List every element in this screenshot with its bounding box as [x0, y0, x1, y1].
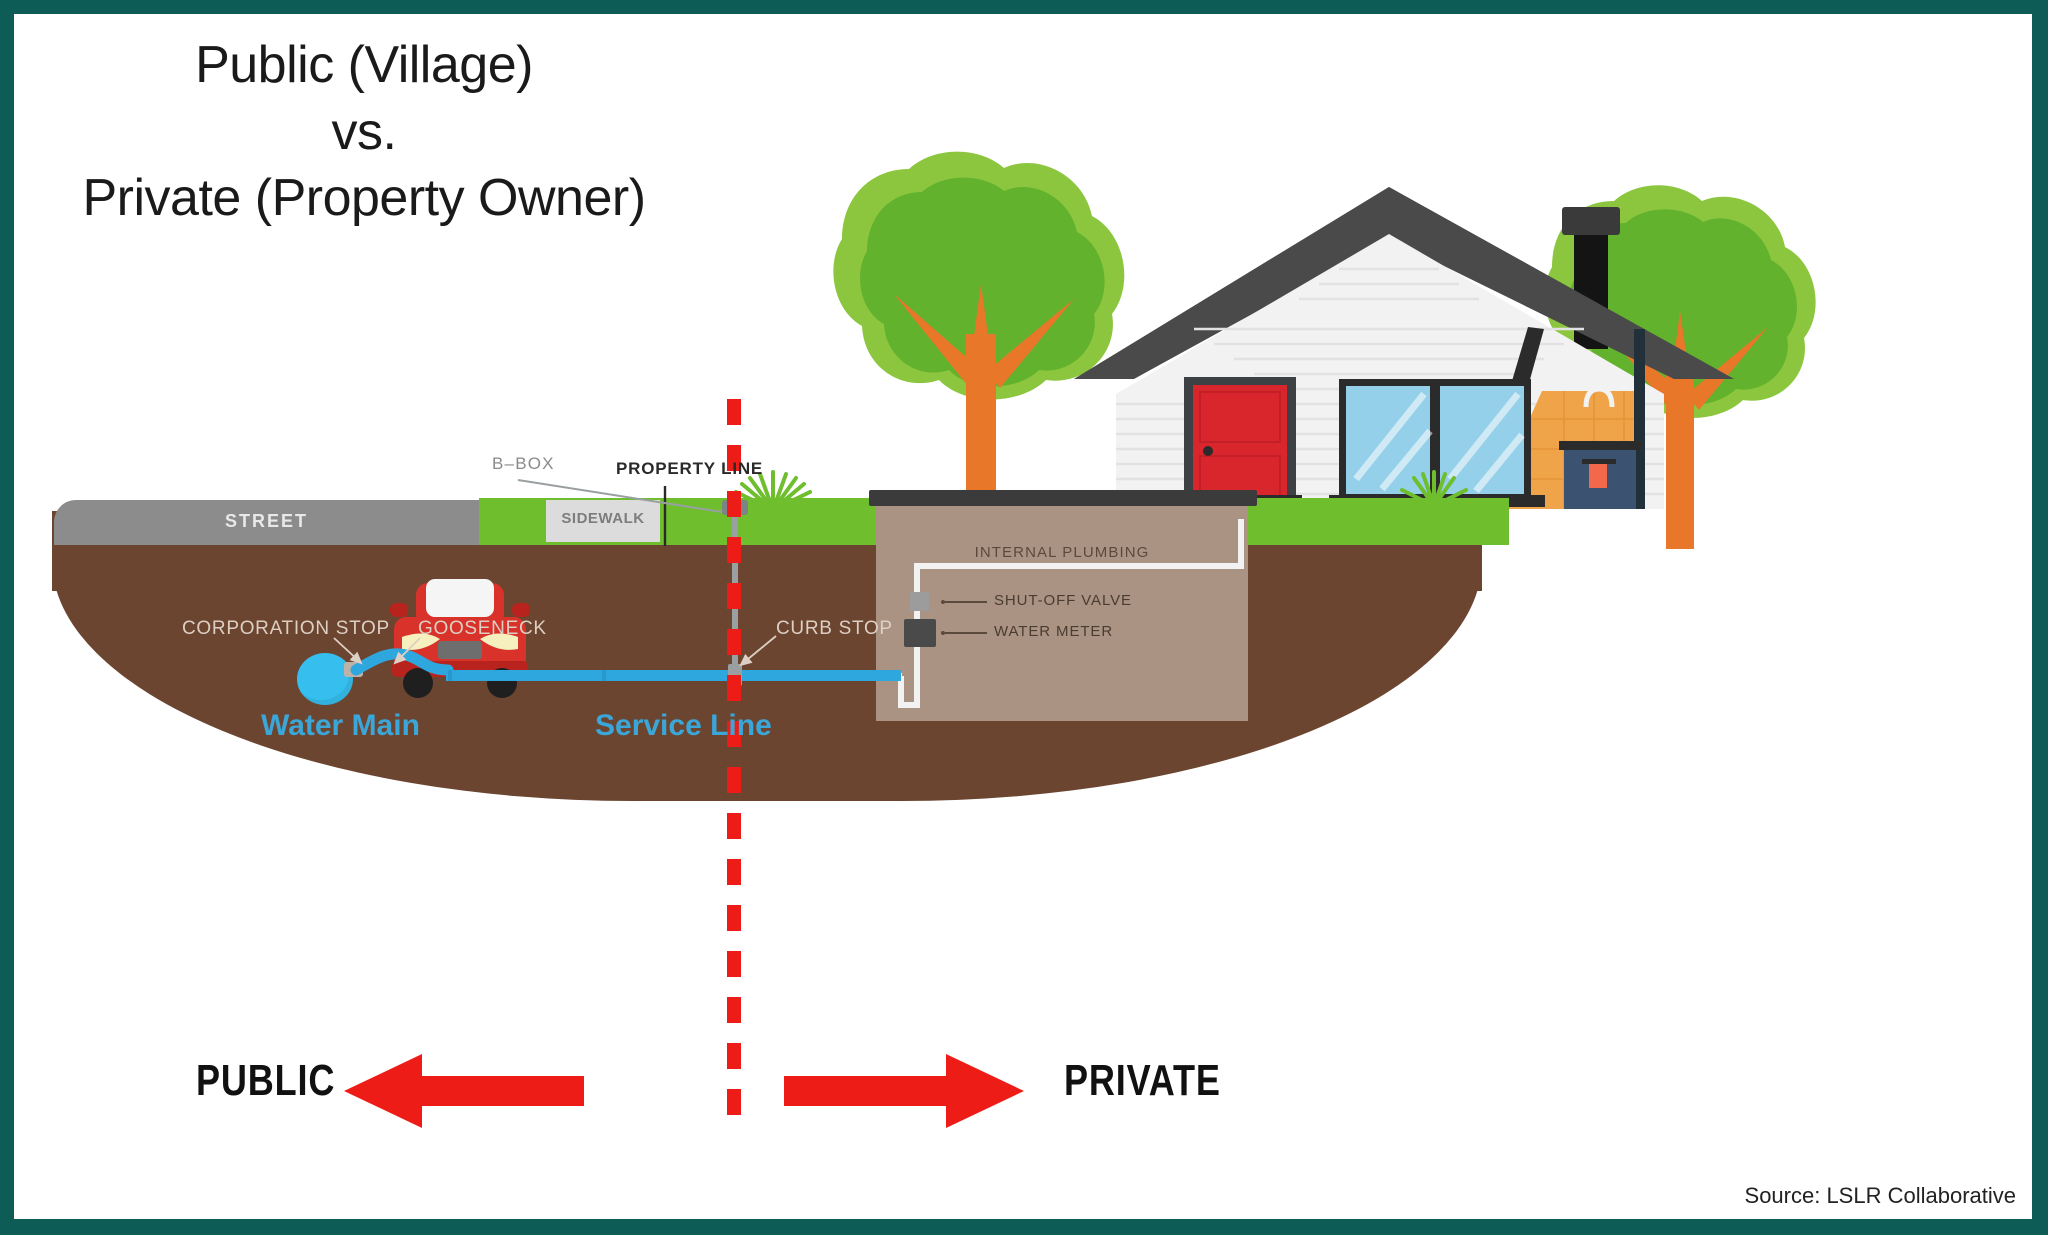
shut-off-valve-leader-dot	[941, 600, 945, 604]
title-line-1: Public (Village)	[195, 36, 533, 94]
tree-right-icon	[1544, 185, 1816, 549]
basement-cross-section	[876, 501, 1248, 721]
house-icon	[1074, 187, 1734, 509]
sidewalk-label: SIDEWALK	[561, 510, 645, 527]
gooseneck-label: GOOSENECK	[418, 618, 547, 639]
private-label: PRIVATE	[1064, 1056, 1221, 1105]
water-meter-icon	[904, 619, 936, 647]
door-icon	[1184, 377, 1296, 509]
shut-off-valve-label: SHUT-OFF VALVE	[994, 592, 1132, 609]
shut-off-valve-leader	[945, 601, 987, 603]
internal-pipe-horizontal-bottom	[898, 702, 920, 708]
page-title: Public (Village) vs. Private (Property O…	[44, 32, 684, 232]
internal-pipe-horizontal-top	[914, 563, 1244, 569]
arrow-right-icon	[784, 1054, 1024, 1128]
water-meter-leader	[945, 632, 987, 634]
gooseneck-leader	[393, 637, 421, 665]
internal-pipe-entry-drop	[898, 676, 904, 706]
title-line-3: Private (Property Owner)	[82, 169, 646, 228]
service-line-label: Service Line	[595, 709, 772, 742]
public-private-divider	[727, 399, 741, 1129]
service-line-joint-2	[602, 670, 606, 681]
curb-stop-label: CURB STOP	[776, 618, 893, 639]
source-credit: Source: LSLR Collaborative	[1744, 1183, 2016, 1208]
shut-off-valve-icon	[910, 592, 929, 611]
property-line-tick	[663, 486, 667, 546]
service-line-joint-1	[448, 670, 452, 681]
curb-stop-leader	[739, 635, 777, 667]
water-meter-label: WATER METER	[994, 623, 1114, 640]
basement-slab	[869, 490, 1257, 506]
corporation-stop-leader	[333, 637, 363, 665]
diagram-canvas: Public (Village) vs. Private (Property O…	[14, 14, 2032, 1219]
sink-icon	[1559, 441, 1641, 509]
property-line-label: PROPERTY LINE	[616, 459, 764, 478]
internal-pipe-vertical-wall	[1238, 519, 1244, 567]
water-main-label: Water Main	[261, 709, 420, 742]
public-label: PUBLIC	[196, 1056, 336, 1105]
water-meter-leader-dot	[941, 631, 945, 635]
b-box-leader	[517, 479, 723, 513]
street-surface	[54, 500, 479, 545]
street-label: STREET	[224, 511, 308, 531]
title-line-2: vs.	[331, 102, 397, 161]
water-main-icon	[297, 653, 353, 705]
corporation-stop-label: CORPORATION STOP	[182, 618, 390, 639]
arrow-left-icon	[344, 1054, 584, 1128]
service-line-pipe	[446, 670, 901, 681]
internal-plumbing-label: INTERNAL PLUMBING	[974, 544, 1150, 561]
sidewalk-surface	[546, 500, 660, 542]
b-box-label: B–BOX	[492, 454, 555, 473]
